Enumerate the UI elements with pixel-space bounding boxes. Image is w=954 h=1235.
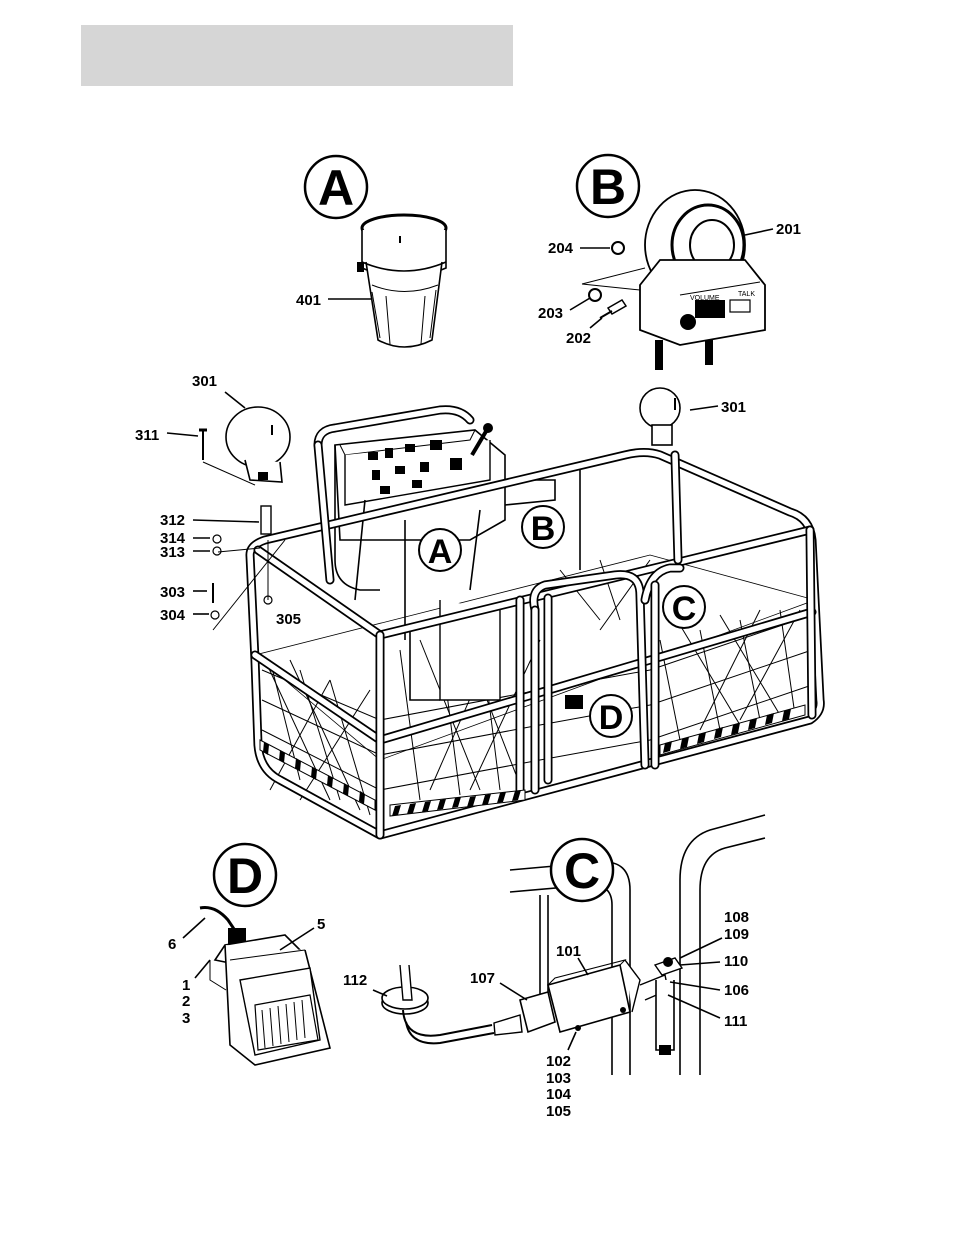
label-301-left: 301 — [192, 373, 217, 390]
label-112: 112 — [343, 972, 367, 989]
label-3: 3 — [182, 1010, 190, 1027]
detail-letter-a: A — [318, 160, 354, 216]
platform-marker-b: B — [531, 510, 556, 548]
speaker-volume-text: VOLUME — [690, 295, 720, 302]
speaker-talk-text: TALK — [738, 291, 755, 298]
label-312: 312 — [160, 512, 185, 529]
label-305: 305 — [276, 611, 301, 628]
beacon-301-right — [640, 388, 680, 445]
limit-switch-drawing — [382, 957, 682, 1055]
label-109: 109 — [724, 926, 749, 943]
label-107: 107 — [470, 970, 495, 987]
detail-letter-d: D — [227, 848, 263, 904]
label-102: 102 — [546, 1053, 571, 1070]
label-201: 201 — [776, 221, 801, 238]
label-101: 101 — [556, 943, 581, 960]
label-301-right: 301 — [721, 399, 746, 416]
label-105: 105 — [546, 1103, 571, 1120]
detail-letter-c: C — [564, 843, 600, 899]
label-204: 204 — [548, 240, 574, 257]
label-401: 401 — [296, 292, 321, 309]
label-202: 202 — [566, 330, 591, 347]
label-203: 203 — [538, 305, 563, 322]
label-5: 5 — [317, 916, 325, 933]
platform-marker-a: A — [428, 533, 453, 571]
detail-letter-b: B — [590, 159, 626, 215]
label-304: 304 — [160, 607, 186, 624]
label-104: 104 — [546, 1086, 572, 1103]
beacon-401-drawing — [357, 215, 446, 347]
detail-c: C 112 107 101 102 103 104 — [343, 815, 765, 1120]
detail-a: A 401 — [296, 156, 446, 347]
left-beacon-hardware: 301 311 312 314 313 303 304 305 — [135, 373, 301, 630]
detail-d: D 6 5 1 2 3 — [168, 844, 330, 1065]
label-108: 108 — [724, 909, 749, 926]
label-103: 103 — [546, 1070, 571, 1087]
label-311: 311 — [135, 427, 159, 444]
label-2: 2 — [182, 993, 190, 1010]
platform-marker-c: C — [672, 590, 697, 628]
label-111: 111 — [724, 1013, 747, 1030]
label-6: 6 — [168, 936, 176, 953]
label-1: 1 — [182, 977, 190, 994]
platform-basket: A B C D 301 — [250, 388, 820, 835]
platform-marker-d: D — [599, 699, 624, 737]
label-106: 106 — [724, 982, 749, 999]
label-313: 313 — [160, 544, 185, 561]
detail-b: B VOLUME TALK 201 204 203 — [538, 155, 801, 370]
label-110: 110 — [724, 953, 748, 970]
label-303: 303 — [160, 584, 185, 601]
